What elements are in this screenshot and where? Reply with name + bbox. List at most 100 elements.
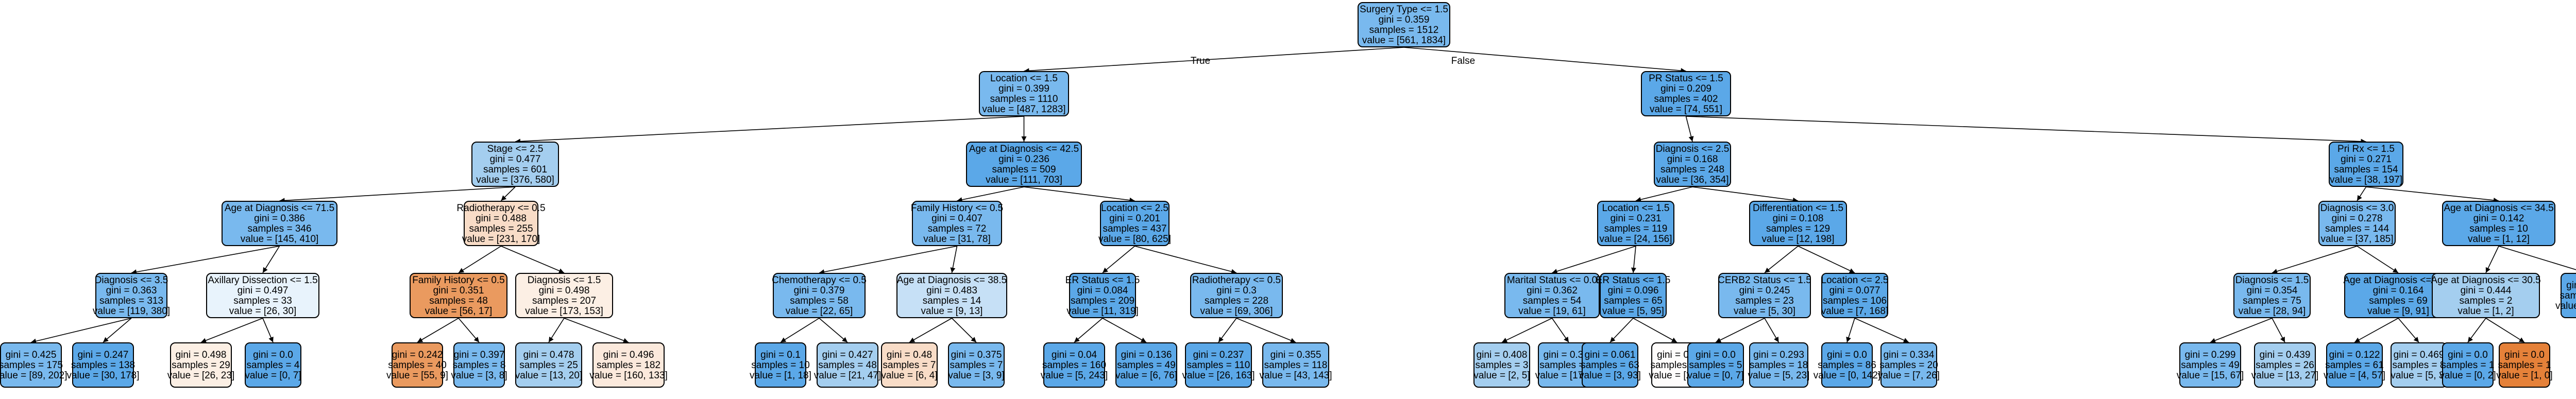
edge-arrowhead [1671,337,1677,342]
node-text-line: gini = 0.469 [2394,350,2445,360]
node-text-line: samples = 20 [1879,360,1938,371]
node-box [1880,342,1937,388]
node-text-line: gini = 0.379 [794,285,845,296]
node-text-line: Age at Diagnosis <= 71.5 [225,203,334,214]
node-box [1749,201,1847,246]
node-text-line: samples = 63 [1581,360,1639,371]
edge-arrowhead [622,338,629,343]
node-box [95,273,167,318]
node-text-line: gini = 0.122 [2329,350,2380,360]
node-box [2499,342,2550,388]
node-box [592,342,665,388]
edge-arrowhead [2518,337,2524,342]
edge-arrowhead [1290,338,1296,343]
edge-n4-n10 [1024,186,1135,201]
edge-arrowhead [459,268,465,273]
edge-arrowhead [1688,136,1694,142]
node-box [1504,273,1600,318]
node-text-line: gini = 0.0 [2566,280,2576,291]
node-text-line: samples = 248 [1660,164,1724,175]
node-text-line: gini = 0.425 [6,350,57,360]
node-text-line: gini = 0.3 [1216,285,1257,296]
node-box [471,142,559,187]
node-text-line: samples = 154 [2334,164,2398,175]
node-box [0,342,62,388]
edge-n9-n19 [819,246,957,273]
edge-arrowhead [1716,338,1722,343]
node-text-line: samples = 61 [2325,360,2384,371]
edge-n7-n16 [262,246,280,273]
node-text-line: gini = 0.375 [951,350,1002,360]
false-branch-label: False [1451,56,1475,66]
edge-n17-n35 [417,318,459,343]
node-text-line: value = [56, 17] [425,306,492,317]
node-text-line: gini = 0.231 [1611,213,1662,224]
node-text-line: Surgery Type <= 1.5 [1360,4,1448,15]
node-text-line: value = [30, 178] [66,370,139,381]
node-text-line: samples = 10 [2469,223,2528,234]
edge-n23-n47 [1501,318,1552,343]
node-text-line: value = [3, 93] [1579,370,1641,381]
edge-n5-n11 [1635,186,1693,201]
node-text-line: gini = 0.478 [523,350,574,360]
node-text-line: samples = 48 [818,360,877,371]
edge-n12-n25 [1764,246,1799,273]
node-box [392,342,443,388]
node-text-line: value = [13, 27] [2251,370,2318,381]
edge-n2-n6 [1686,116,2366,142]
node-text-line: gini = 0.496 [603,350,654,360]
node-box [245,342,301,388]
node-text-line: value = [22, 65] [786,306,853,317]
node-text-line: gini = 0.084 [1077,285,1128,296]
edge-n20-n42 [951,318,977,343]
node-text-line: gini = 0.061 [1585,350,1636,360]
node-text-line: gini = 0.1 [760,350,801,360]
node-text-line: gini = 0.359 [1379,14,1430,25]
edge-n8-n18 [501,246,565,273]
node-text-line: gini = 0.136 [1121,350,1172,360]
node-text-line: gini = 0.299 [2185,350,2236,360]
node-text-line: Stage <= 2.5 [487,144,544,154]
edge-n12-n26 [1798,246,1855,273]
node-text-line: samples = 23 [1735,296,1794,306]
node-text-line: Diagnosis <= 2.5 [1656,144,1730,154]
node-text-line: samples = 40 [388,360,447,371]
node-text-line: samples = 65 [1604,296,1663,306]
node-text-line: samples = 1110 [990,94,1058,105]
node-text-line: PR Status <= 1.5 [1649,73,1723,84]
node-text-line: Family History <= 0.5 [412,275,505,286]
node-text-line: gini = 0.386 [254,213,305,224]
edge-arrowhead [2272,269,2278,274]
node-text-line: samples = 160 [1042,360,1106,371]
edge-n15-n31 [30,318,132,343]
node-text-line: gini = 0.0 [1827,350,1867,360]
node-box [966,142,1082,187]
node-text-line: Chemotherapy <= 0.5 [772,275,867,286]
node-text-line: gini = 0.407 [931,213,982,224]
node-text-line: Diagnosis <= 1.5 [528,275,601,286]
node-box [1043,342,1105,388]
node-text-line: value = [43, 143] [1259,370,1332,381]
node-text-line: gini = 0.498 [176,350,227,360]
node-text-line: Pri Rx <= 1.5 [2337,144,2395,154]
node-text-line: samples = 601 [483,164,547,175]
